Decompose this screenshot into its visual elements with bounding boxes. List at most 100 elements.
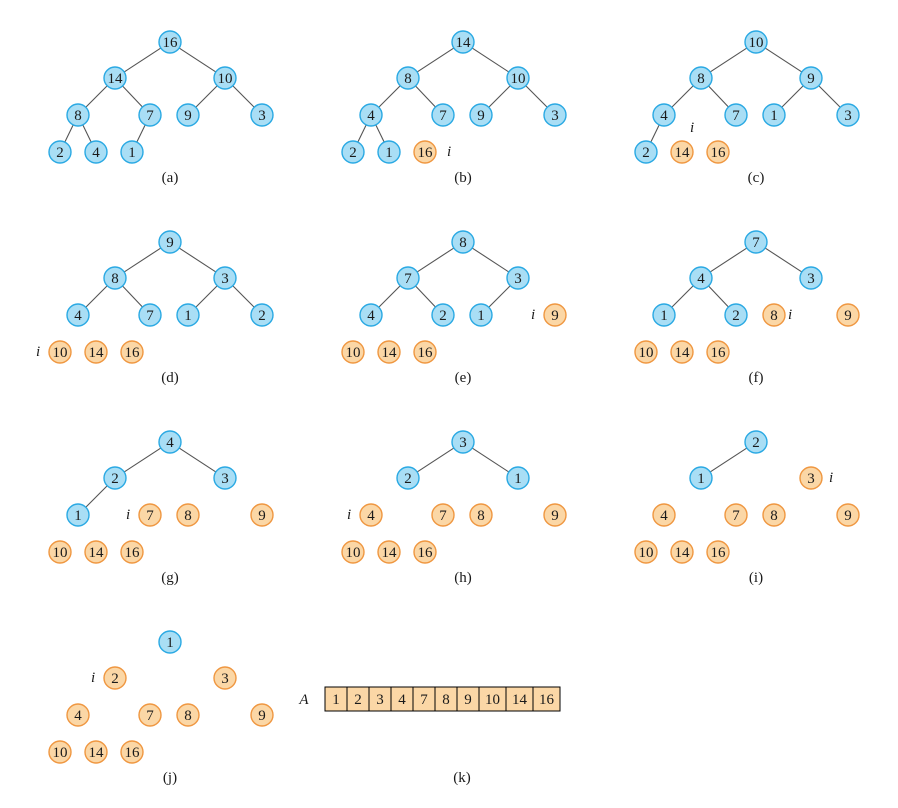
heap-node: 2 [341, 140, 365, 164]
node-circle [652, 103, 676, 127]
node-circle [836, 303, 860, 327]
node-label: 7 [146, 308, 154, 324]
node-label: 1 [660, 308, 668, 324]
tree-edge [232, 85, 255, 108]
node-label: 4 [367, 508, 375, 524]
node-circle [359, 303, 383, 327]
sorted-node: 10 [48, 740, 72, 764]
array-cell [532, 686, 561, 712]
node-circle [120, 740, 144, 764]
node-circle [451, 430, 475, 454]
tree-edge [85, 285, 108, 308]
node-label: 8 [404, 71, 412, 87]
node-label: 16 [125, 745, 141, 761]
heap-node: 7 [431, 103, 455, 127]
sorted-node: 3 [799, 466, 823, 490]
node-label: 1 [697, 471, 705, 487]
node-circle [138, 303, 162, 327]
node-label: 14 [675, 545, 691, 561]
panel-caption: (b) [454, 170, 472, 186]
node-circle [634, 540, 658, 564]
sorted-node: 9 [543, 503, 567, 527]
node-circle [396, 266, 420, 290]
node-label: 14 [89, 545, 105, 561]
sorted-node: 8 [762, 503, 786, 527]
heap-node: 2 [250, 303, 274, 327]
sorted-node: 14 [84, 740, 108, 764]
node-circle [634, 140, 658, 164]
heap-node: 3 [543, 103, 567, 127]
node-label: 2 [349, 145, 357, 161]
panel-caption: (e) [455, 370, 472, 386]
sorted-node: 10 [634, 340, 658, 364]
node-label: 3 [807, 471, 815, 487]
node-label: 10 [53, 745, 68, 761]
node-label: 2 [111, 471, 119, 487]
sorted-node: 10 [341, 340, 365, 364]
sorted-node: 14 [670, 340, 694, 364]
node-circle [377, 540, 401, 564]
node-label: 9 [258, 508, 266, 524]
node-circle [799, 266, 823, 290]
tree-edge [375, 124, 385, 143]
node-circle [66, 103, 90, 127]
sorted-node: 16 [413, 140, 437, 164]
node-label: 3 [221, 671, 229, 687]
node-label: 1 [184, 308, 192, 324]
node-circle [799, 66, 823, 90]
sorted-node: 3 [213, 666, 237, 690]
node-circle [689, 466, 713, 490]
node-label: 10 [639, 545, 654, 561]
node-label: 7 [146, 108, 154, 124]
heap-node: 2 [724, 303, 748, 327]
node-label: 16 [711, 345, 727, 361]
panel-caption: (f) [749, 370, 764, 386]
i-pointer-label: i [91, 670, 95, 686]
heap-node: 1 [176, 303, 200, 327]
node-label: 7 [146, 508, 154, 524]
sorted-node: 14 [670, 540, 694, 564]
node-circle [48, 340, 72, 364]
node-circle [469, 103, 493, 127]
node-circle [84, 540, 108, 564]
i-pointer-label: i [347, 507, 351, 523]
node-circle [744, 430, 768, 454]
node-circle [341, 140, 365, 164]
node-label: 8 [111, 271, 119, 287]
tree-edge [471, 247, 510, 273]
panel-caption: (k) [453, 770, 471, 786]
node-circle [158, 430, 182, 454]
node-label: 9 [258, 708, 266, 724]
heap-node: 9 [176, 103, 200, 127]
heap-node: 4 [652, 103, 676, 127]
tree-edge [415, 285, 436, 308]
node-circle [84, 140, 108, 164]
node-circle [359, 503, 383, 527]
node-circle [158, 230, 182, 254]
heap-node: 8 [451, 230, 475, 254]
sorted-node: 9 [836, 503, 860, 527]
node-circle [250, 103, 274, 127]
array-cell-value: 8 [442, 692, 450, 708]
heap-node: 1 [158, 630, 182, 654]
node-label: 9 [844, 508, 852, 524]
node-label: 10 [639, 345, 654, 361]
node-circle [250, 703, 274, 727]
tree-edge [136, 124, 146, 143]
node-label: 1 [514, 471, 522, 487]
tree-edge [416, 247, 455, 273]
sorted-node: 8 [762, 303, 786, 327]
node-label: 2 [258, 308, 266, 324]
tree-edge [85, 485, 108, 508]
heap-node: 7 [724, 103, 748, 127]
tree-edge [357, 124, 367, 143]
node-circle [706, 540, 730, 564]
node-circle [451, 230, 475, 254]
panel-caption: (d) [161, 370, 179, 386]
node-label: 8 [770, 508, 778, 524]
sorted-node: 9 [543, 303, 567, 327]
